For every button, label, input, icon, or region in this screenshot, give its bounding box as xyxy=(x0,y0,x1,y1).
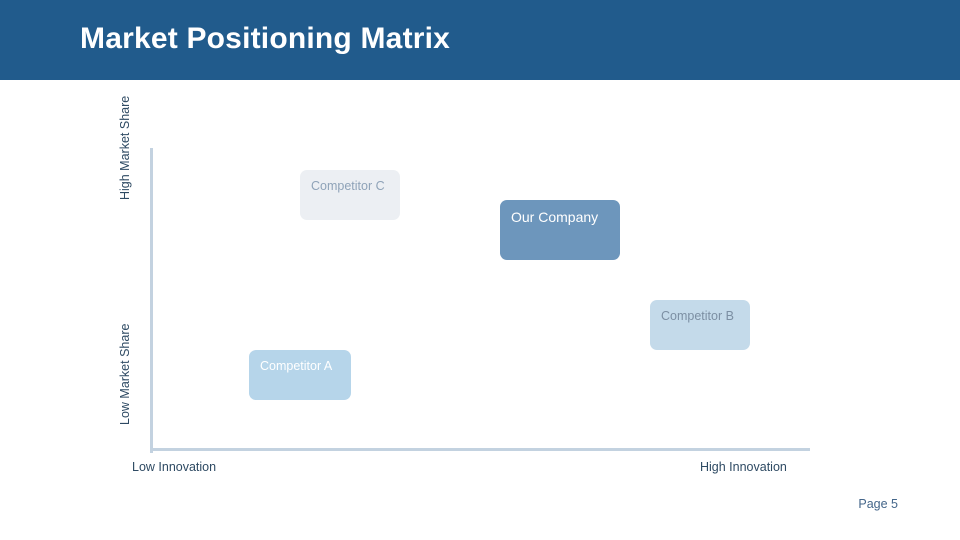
matrix-box-label: Our Company xyxy=(511,209,599,225)
y-axis-line xyxy=(150,148,153,453)
x-axis-label-high: High Innovation xyxy=(700,460,787,474)
x-axis-label-low: Low Innovation xyxy=(132,460,217,474)
slide-header-bar: Market Positioning Matrix xyxy=(0,0,960,80)
page-number: Page 5 xyxy=(858,497,898,511)
matrix-box[interactable]: Our Company xyxy=(500,200,620,260)
matrix-box-label: Competitor B xyxy=(661,309,734,323)
y-axis-label-high: High Market Share xyxy=(118,95,132,200)
matrix-box[interactable]: Competitor C xyxy=(300,170,400,220)
matrix-box-label: Competitor A xyxy=(260,359,333,373)
matrix-box-label: Competitor C xyxy=(311,179,385,193)
x-axis-line xyxy=(150,448,810,451)
y-axis-label-low: Low Market Share xyxy=(118,323,132,425)
page-title: Market Positioning Matrix xyxy=(80,22,451,55)
matrix-box[interactable]: Competitor A xyxy=(249,350,351,400)
matrix-box[interactable]: Competitor B xyxy=(650,300,750,350)
market-positioning-matrix: High Market Share Low Market Share Low I… xyxy=(0,80,960,540)
